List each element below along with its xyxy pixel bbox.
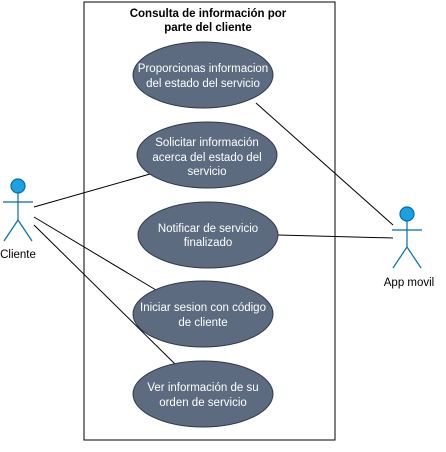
stick-figure-icon (392, 206, 422, 269)
use-case-label-line: Ver información de su (147, 382, 258, 394)
use-case-uc3[interactable]: Notificar de servicio finalizado (137, 201, 279, 269)
use-case-label-line: Iniciar sesion con código (140, 302, 266, 314)
system-title-line-1: Consulta de información por (130, 8, 287, 20)
use-case-label-line: acerca del estado del (152, 152, 261, 164)
system-title-line-2: parte del cliente (164, 22, 252, 34)
use-case-uc5[interactable]: Ver información de su orden de servicio (132, 360, 274, 428)
actor-app-movil[interactable]: App movil (384, 206, 435, 289)
system-boundary: Consulta de información por parte del cl… (83, 1, 336, 441)
use-case-uc4[interactable]: Iniciar sesion con código de cliente (132, 280, 274, 348)
association-cliente-uc4 (33, 216, 157, 291)
use-case-label-line: del estado del servicio (146, 78, 260, 90)
use-case-ellipse[interactable] (132, 280, 274, 348)
use-case-label-line: Proporcionas informacion (138, 63, 268, 75)
use-case-uc2[interactable]: Solicitar información acerca del estado … (136, 121, 278, 189)
association-cliente-uc5 (33, 224, 177, 366)
use-case-label-line: orden de servicio (159, 397, 247, 409)
use-case-label-line: de cliente (178, 317, 227, 329)
actor-label: Cliente (0, 249, 36, 261)
use-case-ellipse[interactable] (137, 201, 279, 269)
use-case-label-line: Notificar de servicio (158, 223, 258, 235)
association-cliente-uc2 (33, 173, 151, 208)
stick-figure-icon (3, 178, 33, 242)
use-case-label-line: servicio (188, 166, 227, 178)
use-case-ellipse[interactable] (132, 360, 274, 428)
use-case-label-line: Solicitar información (155, 137, 259, 149)
use-case-ellipse[interactable] (136, 121, 278, 189)
system-boundary-box (83, 1, 336, 441)
use-case-label-line: finalizado (184, 237, 233, 249)
use-case-ellipse[interactable] (132, 41, 274, 109)
actor-cliente[interactable]: Cliente (0, 178, 36, 261)
use-case-uc1[interactable]: Proporcionas informacion del estado del … (132, 41, 274, 109)
actor-label: App movil (384, 277, 435, 289)
association-app-uc1 (255, 102, 394, 226)
